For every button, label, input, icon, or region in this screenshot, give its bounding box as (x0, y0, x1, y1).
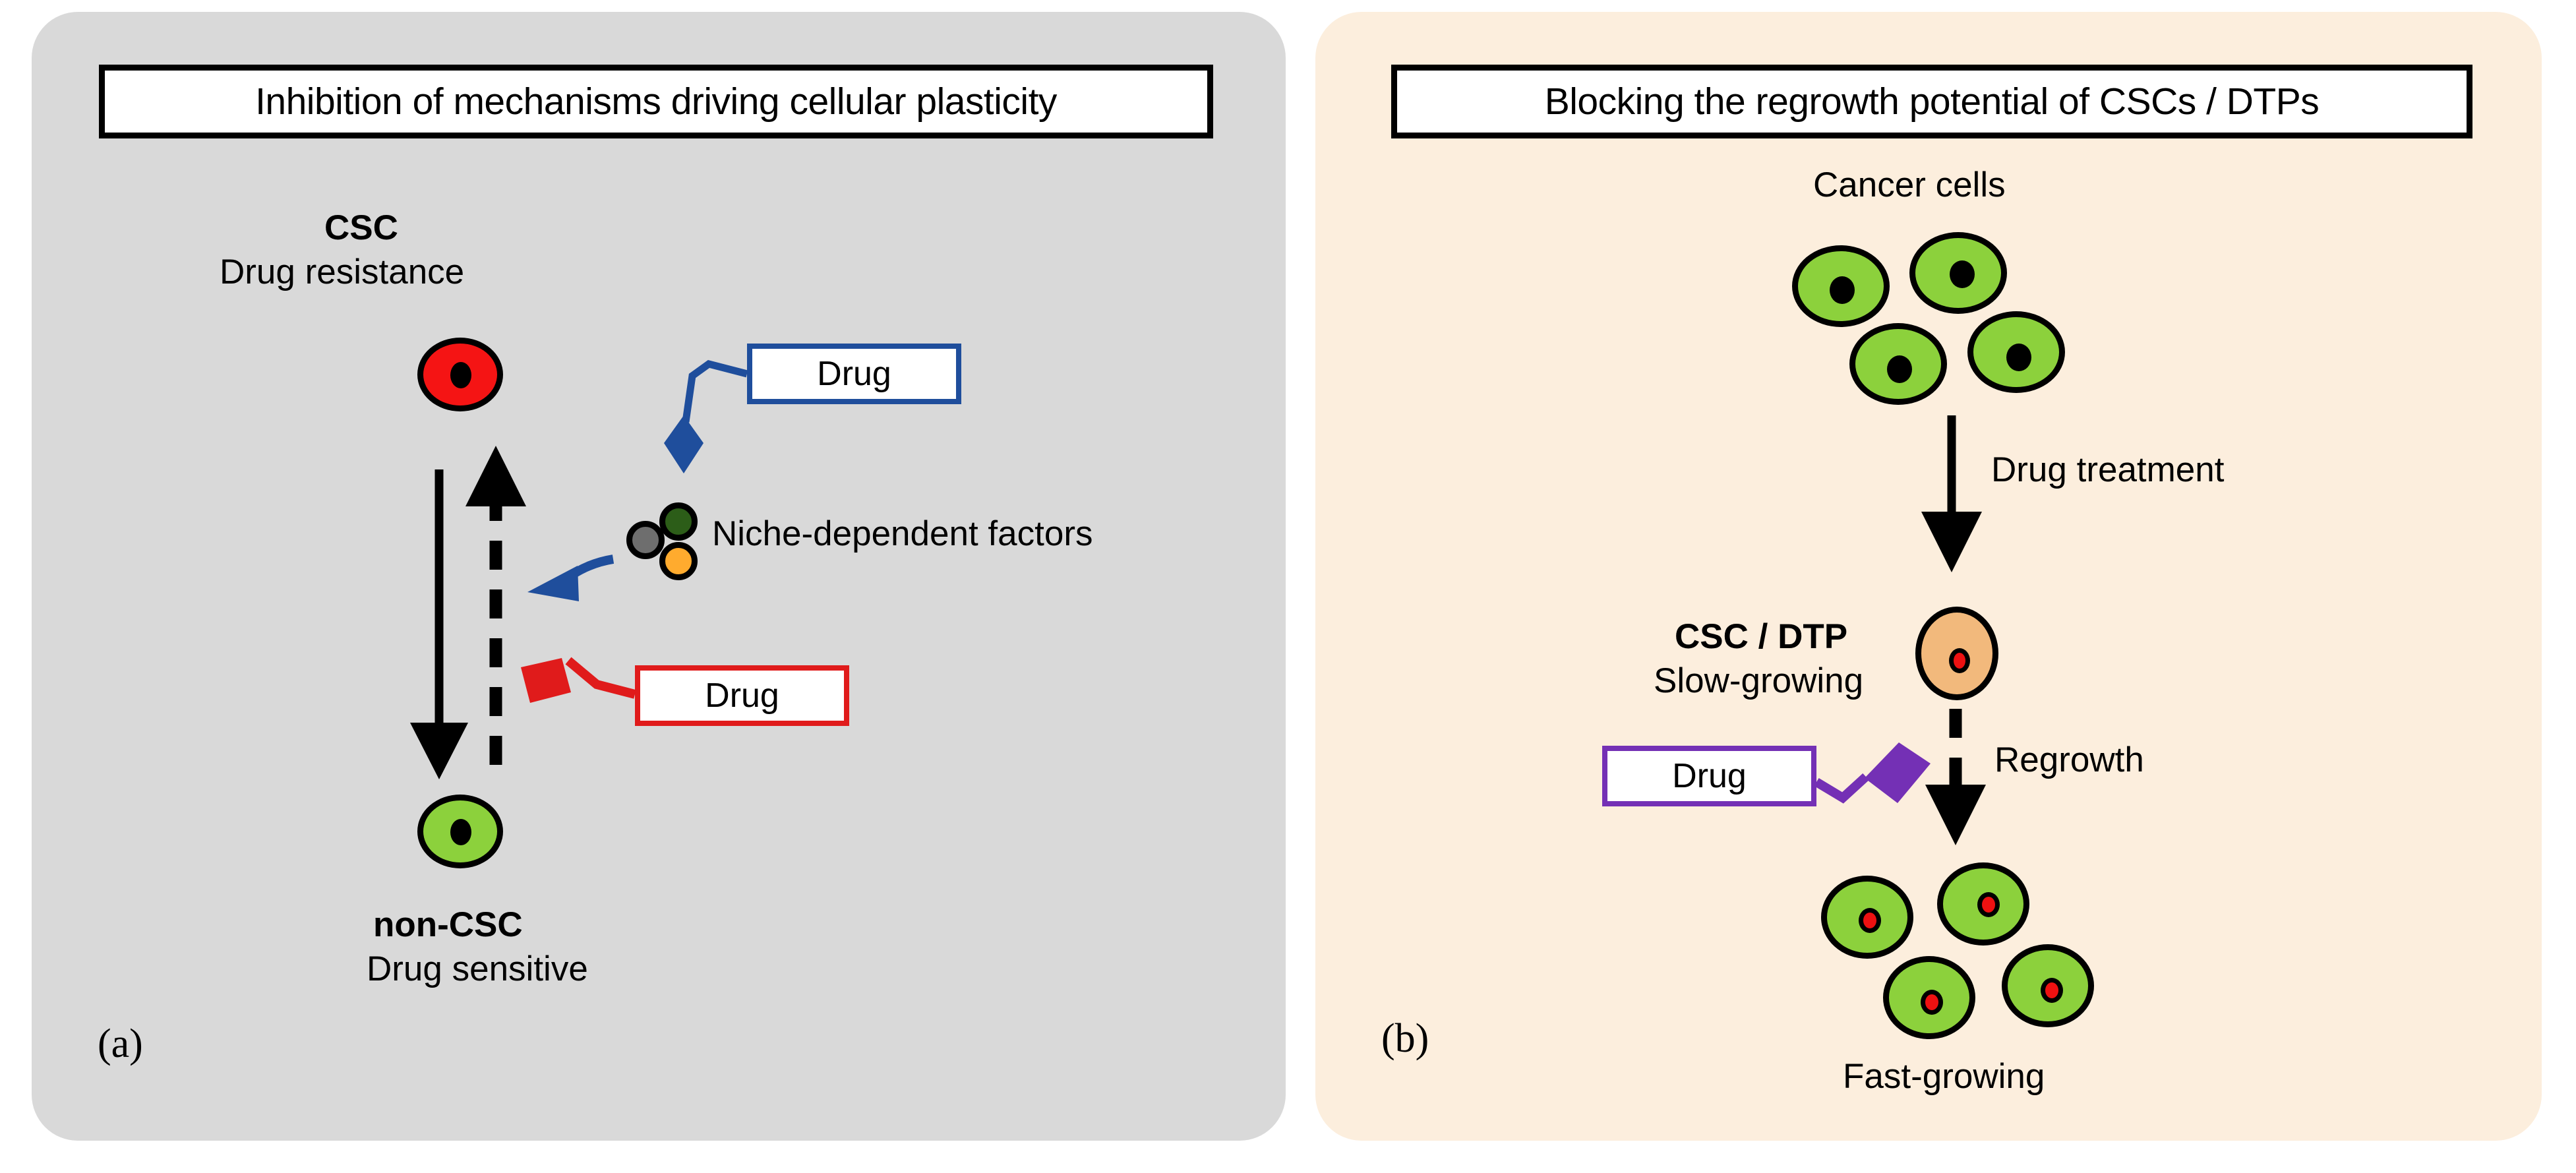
cancer-cell-nucleus (2006, 344, 2031, 371)
csc-dtp-label: CSC / DTP (1675, 617, 1848, 656)
drug-box-purple-label: Drug (1672, 757, 1747, 795)
panel-b-title-text: Blocking the regrowth potential of CSCs … (1544, 80, 2320, 123)
drug-box-purple[interactable]: Drug (1602, 746, 1816, 806)
panel-b (1315, 12, 2542, 1141)
panel-b-title-box: Blocking the regrowth potential of CSCs … (1391, 65, 2472, 138)
niche-factor-green-dot (659, 502, 698, 541)
cancer-cell (1792, 245, 1890, 327)
cancer-cells-label: Cancer cells (1813, 165, 2006, 204)
panel-a-title-text: Inhibition of mechanisms driving cellula… (255, 80, 1057, 123)
csc-cell-nucleus (450, 362, 471, 388)
regrown-cell (1937, 862, 2029, 946)
cancer-cell-nucleus (1887, 355, 1912, 383)
regrown-cell-nucleus (2041, 978, 2063, 1003)
regrown-cell (1883, 956, 1975, 1039)
non-csc-label: non-CSC (373, 905, 523, 944)
drug-box-red[interactable]: Drug (635, 665, 849, 726)
non-csc-cell (417, 795, 503, 868)
csc-dtp-sublabel: Slow-growing (1654, 661, 1864, 700)
non-csc-cell-nucleus (450, 819, 471, 845)
regrown-cell (1821, 876, 1913, 959)
fast-growing-label: Fast-growing (1843, 1057, 2045, 1096)
drug-treatment-label: Drug treatment (1991, 450, 2225, 489)
niche-factors-label: Niche-dependent factors (712, 514, 1093, 553)
csc-label: CSC (324, 208, 398, 247)
csc-dtp-cell-nucleus (1949, 648, 1970, 673)
regrown-cell-nucleus (1977, 892, 2000, 917)
cancer-cell (1849, 323, 1947, 405)
cancer-cell (1909, 232, 2007, 314)
drug-box-blue-label: Drug (817, 355, 891, 393)
panel-a (32, 12, 1286, 1141)
csc-sublabel: Drug resistance (220, 253, 465, 291)
cancer-cell-nucleus (1830, 276, 1855, 304)
non-csc-sublabel: Drug sensitive (367, 949, 588, 988)
panel-a-title-box: Inhibition of mechanisms driving cellula… (99, 65, 1213, 138)
regrowth-label: Regrowth (1994, 740, 2144, 779)
regrown-cell-nucleus (1859, 908, 1881, 933)
niche-factor-gray-dot (626, 521, 665, 559)
drug-box-red-label: Drug (705, 677, 779, 715)
csc-dtp-cell (1915, 607, 1998, 700)
niche-factor-orange-dot (659, 542, 698, 580)
panel-b-tag: (b) (1381, 1016, 1429, 1061)
cancer-cell-nucleus (1950, 260, 1975, 288)
drug-box-blue[interactable]: Drug (747, 344, 961, 404)
regrown-cell (2002, 944, 2094, 1027)
csc-cell (417, 338, 503, 411)
regrown-cell-nucleus (1921, 990, 1943, 1015)
panel-a-tag: (a) (98, 1021, 143, 1066)
cancer-cell (1967, 311, 2065, 393)
